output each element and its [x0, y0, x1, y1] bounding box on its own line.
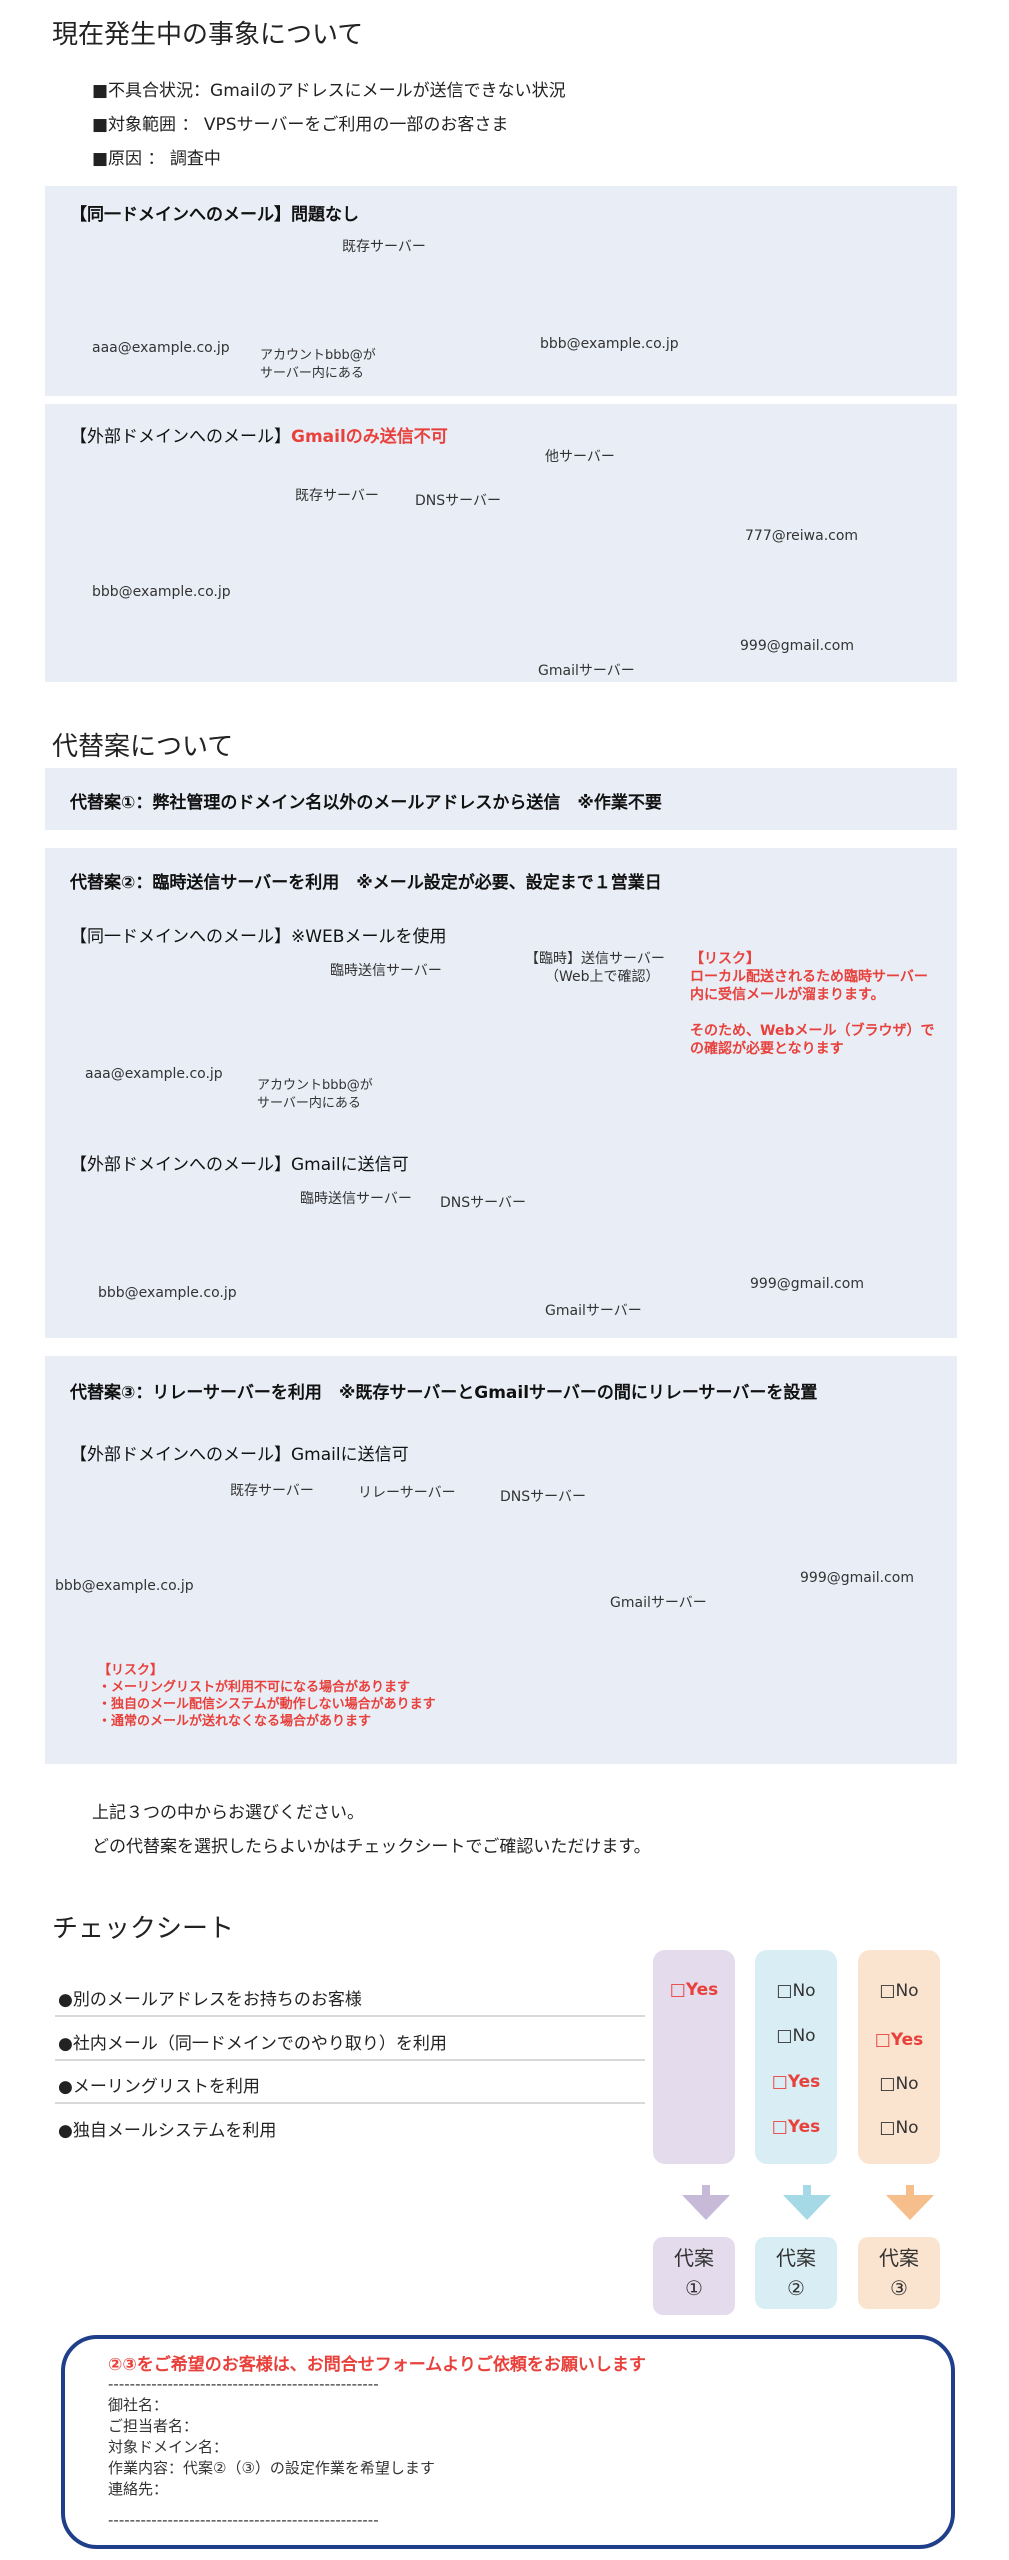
form-domain: 対象ドメイン名：: [108, 2438, 229, 2456]
form-title: ②③をご希望のお客様は、お問合せフォームよりご依頼をお願いします: [108, 2355, 646, 2375]
recipient-address: bbb@example.co.jp: [540, 336, 679, 352]
form-divider: ----------------------------------------…: [108, 2511, 379, 2529]
plan1-check-row1[interactable]: □Yes: [669, 1980, 719, 2000]
diagram1-title: 【同一ドメインへのメール】問題なし: [70, 205, 359, 225]
recipient-gmail: 999@gmail.com: [740, 638, 854, 654]
other-server-label: 他サーバー: [545, 449, 615, 465]
row-divider: [55, 2015, 645, 2017]
diagram2-title: 【外部ドメインへのメール】Gmailのみ送信不可: [70, 427, 448, 447]
callout-line2: サーバー内にある: [260, 366, 364, 381]
check-row-3: ●メーリングリストを利用: [58, 2077, 260, 2097]
alt2-panel: [45, 848, 957, 1338]
alt3-sender-address: bbb@example.co.jp: [55, 1578, 194, 1594]
form-work: 作業内容：代案②（③）の設定作業を希望します: [108, 2459, 435, 2477]
diagram-external-domain-panel: [45, 404, 957, 682]
row-divider: [55, 2102, 645, 2104]
temp-server-label: 臨時送信サーバー: [330, 963, 442, 979]
alt2-risk: 【リスク】 ローカル配送されるため臨時サーバー 内に受信メールが溜まります。 そ…: [690, 951, 935, 1057]
callout-line1: アカウントbbb@が: [260, 348, 376, 363]
note-line2: どの代替案を選択したらよいかはチェックシートでご確認いただけます。: [92, 1837, 651, 1857]
plan3-column: [858, 1950, 940, 2164]
section-title-alternatives: 代替案について: [52, 732, 234, 762]
form-person: ご担当者名：: [108, 2417, 199, 2435]
checksheet-title: チェックシート: [52, 1914, 235, 1944]
plan2-column: [755, 1950, 837, 2164]
check-row-2: ●社内メール（同一ドメインでのやり取り）を利用: [58, 2034, 447, 2054]
alt2-sub1: 【同一ドメインへのメール】※WEBメールを使用: [70, 927, 447, 947]
alt1-title: 代替案①：弊社管理のドメイン名以外のメールアドレスから送信 ※作業不要: [70, 793, 662, 813]
form-divider: ----------------------------------------…: [108, 2375, 379, 2393]
sender-address: aaa@example.co.jp: [92, 340, 230, 356]
check-row-4: ●独自メールシステムを利用: [58, 2121, 277, 2141]
alt3-gmail-label: Gmailサーバー: [610, 1595, 707, 1611]
plan3-check-row4[interactable]: □No: [879, 2118, 919, 2138]
alt3-risk: 【リスク】 ・メーリングリストが利用不可になる場合があります ・独自のメール配信…: [98, 1663, 436, 1729]
plan3-check-row3[interactable]: □No: [879, 2074, 919, 2094]
plan2-check-row1[interactable]: □No: [776, 1981, 816, 2001]
bullet-scope: ■対象範囲 ： VPSサーバーをご利用の一部のお客さま: [92, 115, 509, 135]
alt3-relay-label: リレーサーバー: [358, 1485, 456, 1501]
alt3-recipient: 999@gmail.com: [800, 1570, 914, 1586]
row-divider: [55, 2059, 645, 2061]
sender-address-2: bbb@example.co.jp: [92, 584, 231, 600]
alt3-panel: [45, 1356, 957, 1764]
plan3-check-row2[interactable]: □Yes: [874, 2030, 924, 2050]
alt2-sub2: 【外部ドメインへのメール】Gmailに送信可: [70, 1155, 409, 1175]
note-line1: 上記３つの中からお選びください。: [92, 1803, 364, 1823]
plan3-check-row1[interactable]: □No: [879, 1981, 919, 2001]
bullet-cause: ■原因 ： 調査中: [92, 149, 221, 169]
alt3-dns-label: DNSサーバー: [500, 1489, 586, 1505]
plan2-check-row3[interactable]: □Yes: [771, 2072, 821, 2092]
existing-server-label-2: 既存サーバー: [295, 488, 379, 504]
temp-server-label-2: 臨時送信サーバー: [300, 1191, 412, 1207]
plan1-column: [653, 1950, 735, 2164]
diagram-same-domain-panel: [45, 186, 957, 396]
form-body: ----------------------------------------…: [108, 2374, 435, 2531]
plan2-check-row4[interactable]: □Yes: [771, 2117, 821, 2137]
dns-server-label: DNSサーバー: [415, 493, 501, 509]
existing-server-label: 既存サーバー: [342, 239, 426, 255]
temp-cloud-label-1: 【臨時】送信サーバー: [525, 951, 665, 967]
alt2-title: 代替案②：臨時送信サーバーを利用 ※メール設定が必要、設定まで１営業日: [70, 873, 662, 893]
bullet-status: ■不具合状況：Gmailのアドレスにメールが送信できない状況: [92, 81, 566, 101]
gmail-server-label: Gmailサーバー: [538, 663, 635, 679]
alt3-title: 代替案③：リレーサーバーを利用 ※既存サーバーとGmailサーバーの間にリレーサ…: [70, 1383, 818, 1403]
alt2-recipient: 999@gmail.com: [750, 1276, 864, 1292]
check-row-1: ●別のメールアドレスをお持ちのお客様: [58, 1990, 362, 2010]
alt2-dns-label: DNSサーバー: [440, 1195, 526, 1211]
alt3-sub: 【外部ドメインへのメール】Gmailに送信可: [70, 1445, 409, 1465]
alt2-sender-address-2: bbb@example.co.jp: [98, 1285, 237, 1301]
alt2-callout-line2: サーバー内にある: [257, 1096, 361, 1111]
alt2-sender-address: aaa@example.co.jp: [85, 1066, 223, 1082]
form-contact: 連絡先：: [108, 2480, 169, 2498]
recipient-reiwa: 777@reiwa.com: [745, 528, 859, 544]
temp-cloud-label-2: （Web上で確認）: [545, 969, 660, 985]
section-title-incident: 現在発生中の事象について: [52, 20, 364, 50]
alt2-callout-line1: アカウントbbb@が: [257, 1078, 373, 1093]
alt1-panel: [45, 768, 957, 830]
alt3-existing-label: 既存サーバー: [230, 1483, 314, 1499]
plan2-check-row2[interactable]: □No: [776, 2026, 816, 2046]
form-company: 御社名：: [108, 2396, 169, 2414]
alt2-gmail-label: Gmailサーバー: [545, 1303, 642, 1319]
